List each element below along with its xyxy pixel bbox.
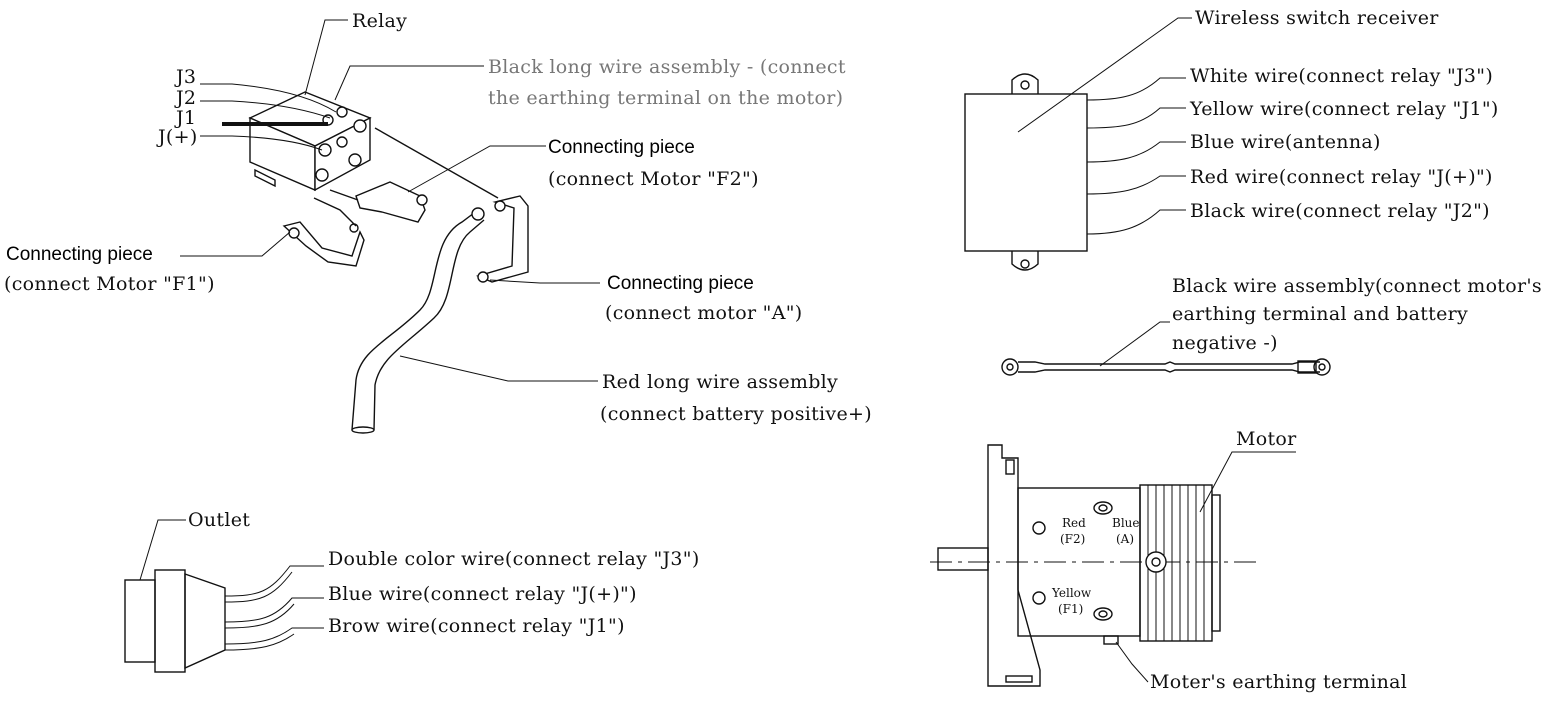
connecting-piece-f1-title: Connecting piece bbox=[6, 244, 153, 265]
receiver-red-wire: Red wire(connect relay "J(+)") bbox=[1190, 166, 1493, 188]
connecting-piece-f2-sub: (connect Motor "F2") bbox=[548, 168, 759, 190]
receiver-drawing bbox=[964, 17, 1192, 271]
outlet-title: Outlet bbox=[188, 509, 250, 531]
motor: Motor Red (F2) Blue (A) Yellow (F1) Mote… bbox=[930, 428, 1407, 693]
outlet-drawing bbox=[124, 519, 324, 673]
motor-blue-label: Blue bbox=[1112, 516, 1140, 530]
motor-drawing bbox=[930, 444, 1296, 687]
connecting-piece-a-drawing bbox=[374, 127, 529, 283]
motor-f1-label: (F1) bbox=[1058, 602, 1083, 616]
relay-drawing bbox=[200, 83, 372, 192]
black-wire-assembly-drawing bbox=[1001, 321, 1331, 376]
receiver-blue-wire: Blue wire(antenna) bbox=[1190, 131, 1381, 153]
connecting-piece-a-title: Connecting piece bbox=[607, 273, 754, 294]
j1-label: J1 bbox=[174, 107, 196, 129]
connecting-piece-f2-drawing bbox=[329, 181, 428, 223]
connecting-piece-a-sub: (connect motor "A") bbox=[605, 302, 803, 324]
motor-a-label: (A) bbox=[1116, 532, 1134, 546]
black-assembly-line1: Black wire assembly(connect motor's bbox=[1172, 275, 1542, 297]
outlet-double-color-wire: Double color wire(connect relay "J3") bbox=[328, 548, 700, 570]
j3-label: J3 bbox=[174, 66, 196, 88]
relay-label: Relay bbox=[352, 10, 407, 32]
black-long-wire-label-line1: Black long wire assembly - (connect bbox=[488, 56, 846, 78]
black-wire-assembly: Black wire assembly(connect motor's eart… bbox=[1001, 275, 1542, 376]
red-long-wire-label-line2: (connect battery positive+) bbox=[600, 403, 872, 425]
wireless-receiver: Wireless switch receiver White wire(conn… bbox=[964, 7, 1499, 271]
receiver-title: Wireless switch receiver bbox=[1195, 7, 1439, 29]
outlet-brow-wire: Brow wire(connect relay "J1") bbox=[328, 615, 625, 637]
relay-leader-lines bbox=[180, 19, 600, 382]
j-plus-label: J(+) bbox=[156, 126, 198, 148]
red-long-wire-label-line1: Red long wire assembly bbox=[602, 371, 838, 393]
motor-yellow-label: Yellow bbox=[1051, 586, 1092, 600]
red-long-wire-drawing bbox=[351, 207, 485, 434]
connecting-piece-f2-title: Connecting piece bbox=[548, 137, 695, 158]
outlet-blue-wire: Blue wire(connect relay "J(+)") bbox=[328, 583, 637, 605]
connecting-piece-f1-sub: (connect Motor "F1") bbox=[4, 273, 215, 295]
black-assembly-line2: earthing terminal and battery bbox=[1172, 303, 1468, 325]
receiver-white-wire: White wire(connect relay "J3") bbox=[1190, 65, 1493, 87]
relay-assembly: Relay J3 J2 J1 J(+) Black long wire asse… bbox=[4, 10, 872, 434]
receiver-yellow-wire: Yellow wire(connect relay "J1") bbox=[1189, 98, 1499, 120]
motor-red-label: Red bbox=[1062, 516, 1086, 530]
black-assembly-line3: negative -) bbox=[1172, 332, 1278, 354]
connecting-piece-f1-drawing bbox=[282, 197, 365, 267]
motor-earthing-terminal-label: Moter's earthing terminal bbox=[1150, 671, 1407, 693]
j2-label: J2 bbox=[174, 87, 196, 109]
motor-f2-label: (F2) bbox=[1060, 532, 1085, 546]
motor-title: Motor bbox=[1236, 428, 1297, 450]
outlet: Outlet Double color wire(connect relay "… bbox=[124, 509, 700, 673]
receiver-black-wire: Black wire(connect relay "J2") bbox=[1190, 200, 1490, 222]
black-long-wire-label-line2: the earthing terminal on the motor) bbox=[488, 87, 843, 109]
